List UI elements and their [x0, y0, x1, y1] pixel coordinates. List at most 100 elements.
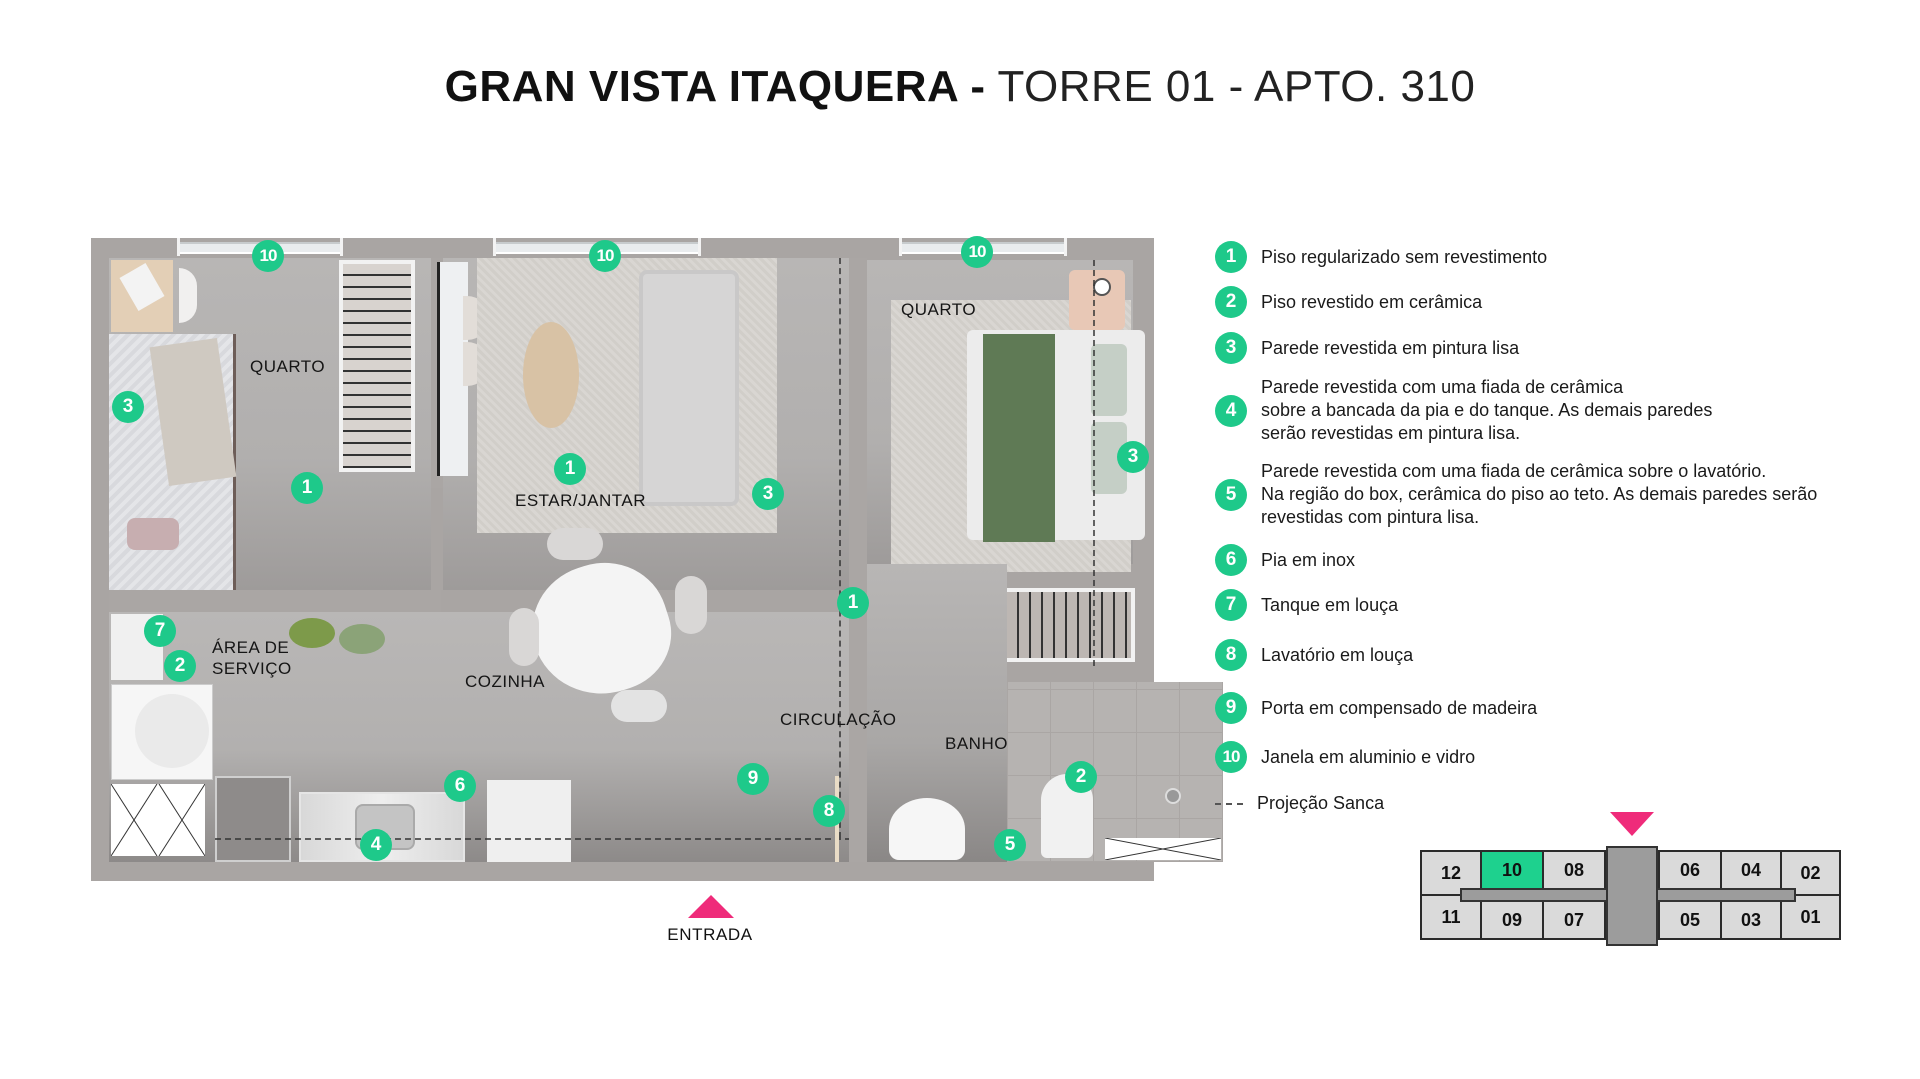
sanca-projection-bedroom [1093, 260, 1095, 666]
marker-9-porta[interactable]: 9 [737, 763, 769, 795]
dashed-line-icon [1215, 802, 1243, 805]
plant-2 [339, 624, 385, 654]
unit-08[interactable]: 08 [1542, 850, 1606, 890]
unit-04[interactable]: 04 [1720, 850, 1782, 890]
unit-03[interactable]: 03 [1720, 900, 1782, 940]
unit-06[interactable]: 06 [1658, 850, 1722, 890]
marker-4-bancada[interactable]: 4 [360, 829, 392, 861]
legend-text-4-line-2: sobre a bancada da pia e do tanque. As d… [1261, 400, 1713, 420]
marker-6-pia[interactable]: 6 [444, 770, 476, 802]
marker-7-tanque[interactable]: 7 [144, 615, 176, 647]
legend-item-10: 10 Janela em aluminio e vidro [1215, 741, 1915, 773]
marker-10-quarto-1[interactable]: 10 [252, 240, 284, 272]
marker-3-quarto-2[interactable]: 3 [1117, 441, 1149, 473]
label-area-servico-1: ÁREA DE [212, 638, 290, 657]
wardrobe-1 [339, 260, 415, 472]
legend-item-3: 3 Parede revestida em pintura lisa [1215, 332, 1915, 364]
label-quarto-1: QUARTO [250, 357, 326, 376]
minimap-core [1606, 846, 1658, 946]
plant-1 [289, 618, 335, 648]
legend-text-sanca: Projeção Sanca [1257, 793, 1385, 813]
shower-box [1104, 837, 1222, 861]
bed-pillow-1 [1091, 344, 1127, 416]
title-development: GRAN VISTA ITAQUERA - [444, 62, 986, 111]
label-estar-jantar: ESTAR/JANTAR [515, 491, 646, 510]
unit-09[interactable]: 09 [1480, 900, 1544, 940]
legend-text-8: Lavatório em louça [1261, 644, 1414, 665]
marker-8-lavatorio[interactable]: 8 [813, 795, 845, 827]
wall-living-hall [849, 258, 867, 862]
legend-marker-1: 1 [1215, 241, 1247, 273]
legend-text-5-line-3: revestidas com pintura lisa. [1261, 507, 1480, 527]
coffee-table [523, 322, 579, 428]
chair-4 [611, 690, 667, 722]
marker-2-banho[interactable]: 2 [1065, 761, 1097, 793]
legend-text-6: Pia em inox [1261, 549, 1356, 570]
marker-3-estar[interactable]: 3 [752, 478, 784, 510]
marker-2-area-servico[interactable]: 2 [164, 650, 196, 682]
cabinet-x [110, 783, 206, 857]
marker-10-estar[interactable]: 10 [589, 240, 621, 272]
legend-item-5: 5 Parede revestida com uma fiada de cerâ… [1215, 460, 1915, 529]
legend-text-3: Parede revestida em pintura lisa [1261, 337, 1520, 358]
stove [215, 776, 291, 862]
legend-item-sanca: Projeção Sanca [1215, 792, 1915, 815]
marker-1-circulacao[interactable]: 1 [837, 587, 869, 619]
legend-item-9: 9 Porta em compensado de madeira [1215, 692, 1915, 724]
sofa [639, 270, 739, 506]
legend-marker-7: 7 [1215, 589, 1247, 621]
unit-05[interactable]: 05 [1658, 900, 1722, 940]
legend-marker-8: 8 [1215, 639, 1247, 671]
washing-machine-drum [135, 694, 209, 768]
label-quarto-2: QUARTO [901, 300, 977, 319]
legend-item-4: 4 Parede revestida com uma fiada de cerâ… [1215, 376, 1915, 445]
unit-07[interactable]: 07 [1542, 900, 1606, 940]
legend-marker-5: 5 [1215, 478, 1247, 511]
marker-1-estar[interactable]: 1 [554, 453, 586, 485]
legend-item-1: 1 Piso regularizado sem revestimento [1215, 241, 1915, 273]
chair-1 [547, 528, 603, 560]
legend-marker-2: 2 [1215, 286, 1247, 318]
page-title: GRAN VISTA ITAQUERA - TORRE 01 - APTO. 3… [0, 62, 1920, 112]
wall-bedroom-kitchen [109, 590, 441, 612]
legend-marker-3: 3 [1215, 332, 1247, 364]
entrance-arrow-icon [688, 895, 734, 918]
legend-marker-10: 10 [1215, 741, 1247, 773]
chair-3 [509, 608, 539, 666]
minimap-entrance-arrow-icon [1610, 812, 1654, 836]
floor-plan: QUARTO ESTAR/JANTAR QUARTO ÁREA DE SERVI… [91, 236, 1223, 881]
lavatorio [889, 798, 965, 860]
legend-marker-9: 9 [1215, 692, 1247, 724]
desk-chair [179, 268, 197, 323]
legend-text-5-line-1: Parede revestida com uma fiada de cerâmi… [1261, 461, 1767, 481]
entrance-label: ENTRADA [667, 925, 753, 944]
legend-item-6: 6 Pia em inox [1215, 544, 1915, 576]
marker-5-banho[interactable]: 5 [994, 829, 1026, 861]
legend-text-5: Parede revestida com uma fiada de cerâmi… [1261, 460, 1817, 529]
fridge [487, 780, 571, 862]
label-cozinha: COZINHA [465, 672, 545, 691]
label-area-servico-2: SERVIÇO [212, 659, 292, 678]
legend-marker-4: 4 [1215, 394, 1247, 427]
legend-item-7: 7 Tanque em louça [1215, 589, 1915, 621]
shower-drain [1165, 788, 1181, 804]
cabinet-x-icon [110, 783, 206, 857]
legend-text-10: Janela em aluminio e vidro [1261, 746, 1476, 767]
legend-text-2: Piso revestido em cerâmica [1261, 291, 1483, 312]
unit-10[interactable]: 10 [1480, 850, 1544, 890]
marker-3-quarto-1[interactable]: 3 [112, 391, 144, 423]
legend-marker-6: 6 [1215, 544, 1247, 576]
label-circulacao: CIRCULAÇÃO [780, 710, 897, 729]
marker-1-quarto-1[interactable]: 1 [291, 472, 323, 504]
chair-2 [675, 576, 707, 634]
pillow [127, 518, 179, 550]
legend-item-8: 8 Lavatório em louça [1215, 639, 1915, 671]
legend-text-1: Piso regularizado sem revestimento [1261, 246, 1548, 267]
green-blanket [983, 334, 1055, 542]
lamp [1093, 278, 1111, 296]
sanca-projection-kitchen-v [839, 258, 841, 838]
legend-text-9: Porta em compensado de madeira [1261, 697, 1538, 718]
marker-10-quarto-2[interactable]: 10 [961, 236, 993, 268]
shower-box-x-icon [1104, 837, 1222, 861]
sanca-projection-kitchen [215, 838, 851, 840]
